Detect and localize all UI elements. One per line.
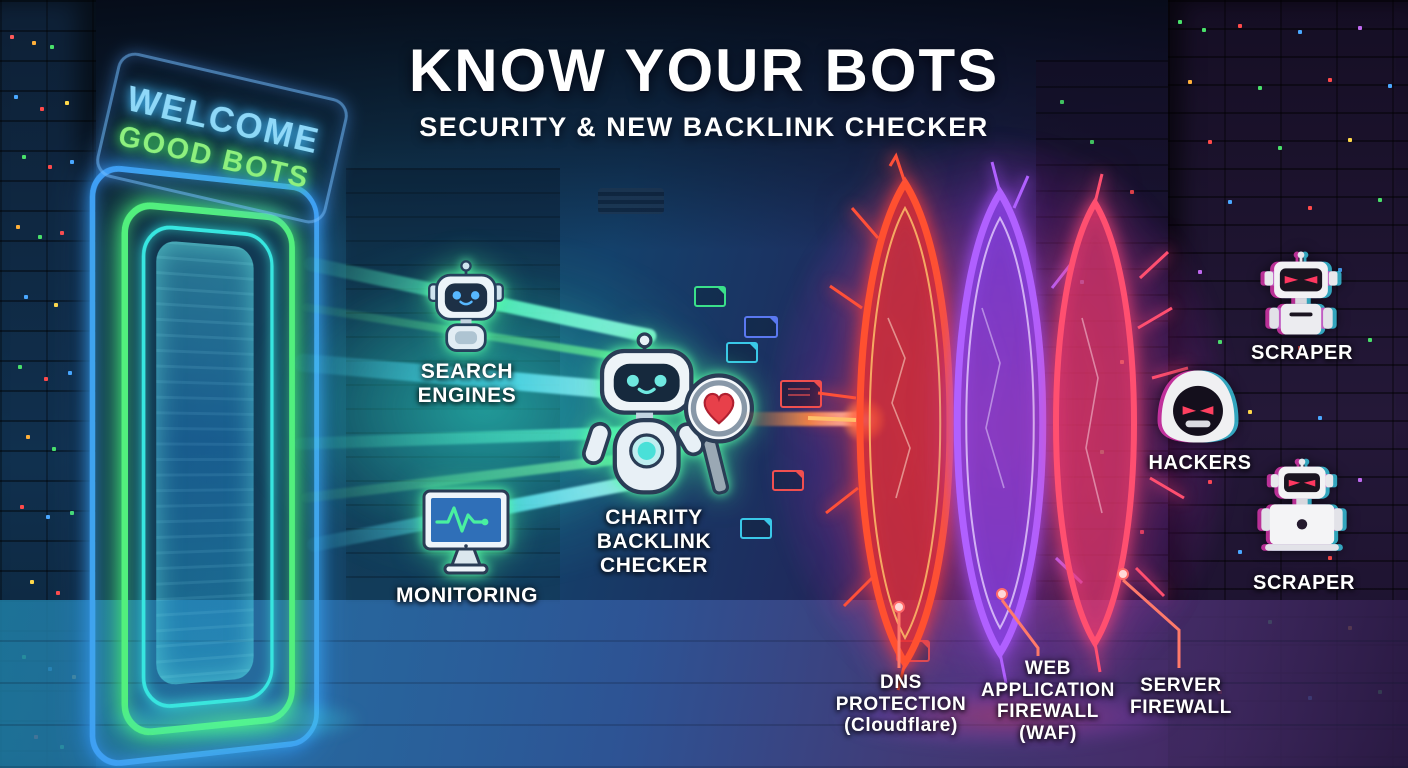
- door-floor-reflection: [110, 696, 360, 744]
- data-packet-icon: [744, 316, 778, 338]
- search-engine-bot-icon: [428, 260, 504, 352]
- hackers-label: HACKERS: [1148, 452, 1252, 474]
- search-engines-label: SEARCH ENGINES: [417, 360, 517, 407]
- charity-checker-label: CHARITY BACKLINK CHECKER: [596, 506, 712, 577]
- charity-checker-bot-icon: [582, 332, 755, 495]
- dns-protection-label: DNS PROTECTION (Cloudflare): [830, 672, 972, 737]
- scraper-top-label: SCRAPER: [1251, 342, 1353, 364]
- firewall-shields: [807, 152, 1189, 691]
- scraper-bottom-bot-icon: [1261, 458, 1343, 551]
- server-lights-right: [1178, 20, 1182, 24]
- server-shield-icon: [1053, 173, 1189, 673]
- data-packet-icon: [726, 342, 758, 363]
- waf-text: WEB APPLICATION FIREWALL: [981, 658, 1115, 723]
- dns-protection-text: DNS PROTECTION: [835, 672, 967, 715]
- monitoring-icon: [422, 489, 510, 575]
- data-packet-icon: [740, 518, 772, 539]
- data-packet-icon: [694, 286, 726, 307]
- dns-shield-icon: [807, 152, 954, 691]
- dns-protection-note: (Cloudflare): [844, 715, 958, 737]
- waf-label: WEB APPLICATION FIREWALL (WAF): [973, 658, 1123, 745]
- waf-note: (WAF): [1019, 722, 1077, 744]
- server-firewall-label: SERVER FIREWALL: [1110, 675, 1252, 718]
- server-firewall-text: SERVER FIREWALL: [1130, 675, 1232, 718]
- firewall-floor-reflection: [840, 688, 1170, 744]
- impact-beam: [742, 412, 864, 426]
- scraper-top-bot-icon: [1264, 251, 1338, 335]
- server-lights-left: [10, 35, 14, 39]
- ceiling-vent: [598, 188, 664, 214]
- hackers-icon: [1161, 370, 1235, 443]
- data-packet-icon: [772, 470, 804, 491]
- page-subtitle: SECURITY & NEW BACKLINK CHECKER: [419, 112, 989, 142]
- waf-shield-icon: [953, 161, 1084, 684]
- server-lights-mid-right: [1060, 100, 1064, 104]
- monitoring-label: MONITORING: [395, 584, 539, 607]
- scraper-bottom-label: SCRAPER: [1253, 572, 1355, 594]
- page-title: KNOW YOUR BOTS: [408, 37, 1000, 104]
